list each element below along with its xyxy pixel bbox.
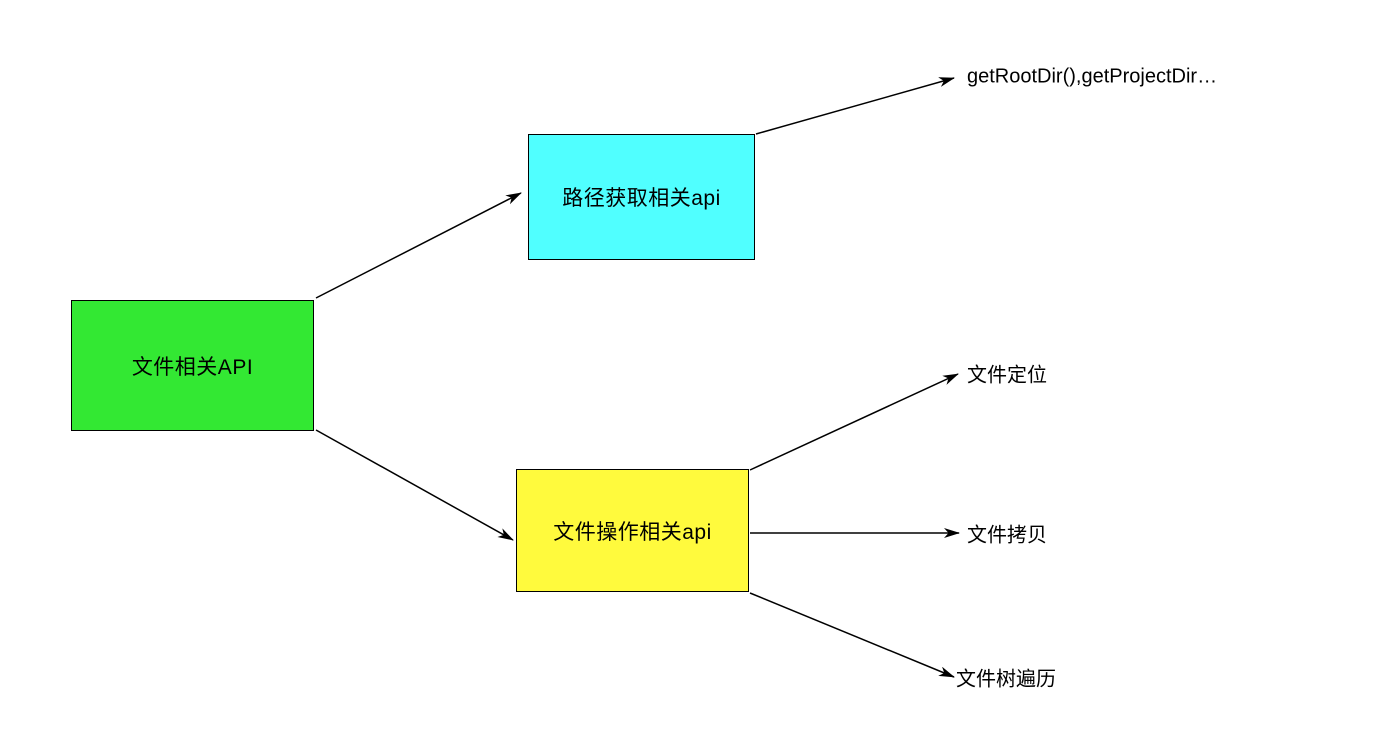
edge-root-to-path-api	[315, 192, 522, 299]
node-label: 文件相关API	[131, 355, 254, 379]
leaf-file-copy[interactable]: 文件拷贝	[967, 524, 1047, 547]
edge-path-api-to-getrootdir	[755, 77, 955, 135]
leaf-file-tree-traversal[interactable]: 文件树遍历	[956, 668, 1056, 691]
leaf-get-root-dir[interactable]: getRootDir(),getProjectDir…	[967, 65, 1218, 88]
node-path-get-api[interactable]: 路径获取相关api	[528, 134, 755, 260]
node-label: 文件操作相关api	[553, 520, 712, 544]
edge-file-op-to-tree	[749, 592, 955, 678]
edge-file-op-to-locate	[749, 373, 959, 471]
leaf-file-locate[interactable]: 文件定位	[967, 364, 1047, 387]
node-file-related-api[interactable]: 文件相关API	[71, 300, 314, 431]
node-label: 路径获取相关api	[562, 187, 721, 210]
edge-root-to-file-op	[315, 429, 514, 541]
node-file-operation-api[interactable]: 文件操作相关api	[516, 469, 749, 592]
